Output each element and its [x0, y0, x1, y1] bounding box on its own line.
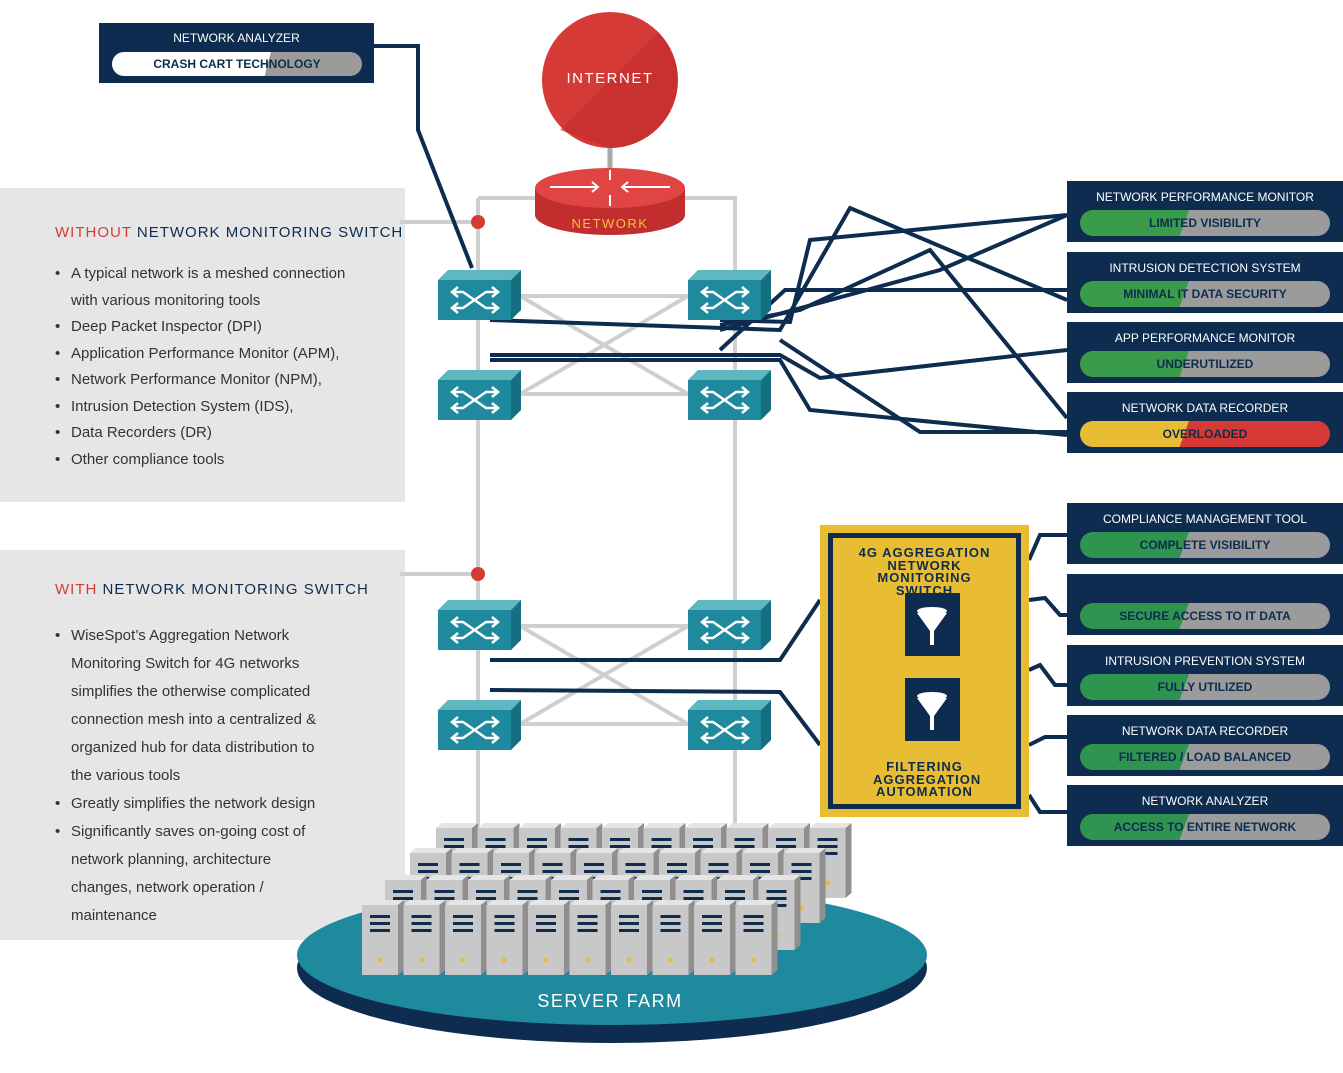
- junction-dot: [471, 567, 485, 581]
- tool-box[interactable]: INTRUSION DETECTION SYSTEM MINIMAL IT DA…: [1067, 252, 1343, 313]
- tool-title: INTRUSION DETECTION SYSTEM: [1109, 261, 1301, 275]
- switch-icon: [688, 600, 771, 650]
- tool-title: NETWORK DATA RECORDER: [1121, 724, 1289, 738]
- with-list: WiseSpot’s Aggregation Network Monitorin…: [55, 622, 405, 930]
- tool-title: NETWORK DATA RECORDER: [1121, 401, 1289, 415]
- status-bar: FULLY UTILIZED: [1080, 674, 1330, 700]
- server-icon: [694, 900, 736, 975]
- funnel-icon: [905, 593, 960, 656]
- servers: [362, 823, 852, 975]
- switch-icon: [438, 270, 521, 320]
- aggregation-title: 4G AGGREGATION NETWORK MONITORING SWITCH: [858, 545, 991, 598]
- tool-box[interactable]: NETWORK PERFORMANCE MONITOR LIMITED VISI…: [1067, 181, 1343, 242]
- switch-icon: [688, 700, 771, 750]
- switch-icon: [688, 270, 771, 320]
- server-icon: [569, 900, 612, 975]
- tool-status: OVERLOADED: [1162, 427, 1248, 441]
- status-bar: SECURE ACCESS TO IT DATA: [1080, 603, 1330, 629]
- switch-icon: [438, 600, 521, 650]
- status-bar: ACCESS TO ENTIRE NETWORK: [1080, 814, 1330, 840]
- list-item: Greatly simplifies the network design: [55, 790, 355, 818]
- internet-label: INTERNET: [566, 70, 654, 87]
- server-icon: [362, 900, 404, 975]
- server-icon: [486, 900, 529, 975]
- server-icon: [528, 900, 570, 975]
- server-icon: [611, 900, 653, 975]
- tool-status: ACCESS TO ENTIRE NETWORK: [1113, 820, 1297, 834]
- tool-title: NETWORK ANALYZER: [1141, 794, 1269, 808]
- server-icon: [403, 900, 446, 975]
- without-list: A typical network is a meshed connection…: [55, 261, 405, 473]
- status-bar: CRASH CART TECHNOLOGY: [112, 52, 362, 76]
- tool-box[interactable]: NETWORK ANALYZER ACCESS TO ENTIRE NETWOR…: [1067, 785, 1343, 846]
- tool-title: [1067, 583, 1343, 597]
- tool-status: SECURE ACCESS TO IT DATA: [1119, 609, 1291, 623]
- without-switch-panel: WITHOUT NETWORK MONITORING SWITCH A typi…: [0, 188, 405, 502]
- funnel-icon: [905, 678, 960, 741]
- tool-status: MINIMAL IT DATA SECURITY: [1123, 287, 1287, 301]
- tool-status: FULLY UTILIZED: [1157, 680, 1253, 694]
- server-icon: [652, 900, 695, 975]
- status-bar: LIMITED VISIBILITY: [1080, 210, 1330, 236]
- list-item: Significantly saves on-going cost of net…: [55, 818, 315, 930]
- tool-title: APP PERFORMANCE MONITOR: [1114, 331, 1296, 345]
- tool-box[interactable]: NETWORK DATA RECORDER OVERLOADED: [1067, 392, 1343, 453]
- server-icon: [735, 900, 778, 975]
- status-bar: MINIMAL IT DATA SECURITY: [1080, 281, 1330, 307]
- tool-title: INTRUSION PREVENTION SYSTEM: [1104, 654, 1306, 668]
- tool-box[interactable]: NETWORK DATA RECORDER FILTERED / LOAD BA…: [1067, 715, 1343, 776]
- tool-title: NETWORK PERFORMANCE MONITOR: [1096, 190, 1314, 204]
- aggregation-switch[interactable]: 4G AGGREGATION NETWORK MONITORING SWITCH…: [820, 525, 1029, 817]
- switch-icon: [438, 700, 521, 750]
- tool-status: UNDERUTILIZED: [1156, 357, 1254, 371]
- list-item: Deep Packet Inspector (DPI): [55, 314, 355, 341]
- network-router: [535, 168, 685, 235]
- list-item: WiseSpot’s Aggregation Network Monitorin…: [55, 622, 335, 790]
- tool-connections: [374, 44, 1069, 814]
- tool-box[interactable]: INTRUSION PREVENTION SYSTEM FULLY UTILIZ…: [1067, 645, 1343, 706]
- aggregation-features: FILTERING AGGREGATION AUTOMATION: [873, 759, 982, 799]
- switch-icon: [688, 370, 771, 420]
- without-heading: WITHOUT NETWORK MONITORING SWITCH: [55, 224, 404, 241]
- status-bar: COMPLETE VISIBILITY: [1080, 532, 1330, 558]
- with-switch-panel: WITH NETWORK MONITORING SWITCH WiseSpot’…: [0, 550, 405, 940]
- list-item: Other compliance tools: [55, 447, 355, 474]
- list-item: Intrusion Detection System (IDS),: [55, 394, 355, 421]
- router-arrows-icon: [550, 170, 670, 206]
- tool-status: LIMITED VISIBILITY: [1148, 216, 1261, 230]
- switch-icon: [438, 370, 521, 420]
- status-bar: OVERLOADED: [1080, 421, 1330, 447]
- top-network-analyzer[interactable]: NETWORK ANALYZER CRASH CART TECHNOLOGY: [99, 23, 374, 83]
- tool-title: COMPLIANCE MANAGEMENT TOOL: [1102, 512, 1308, 526]
- list-item: Data Recorders (DR): [55, 420, 355, 447]
- status-bar: UNDERUTILIZED: [1080, 351, 1330, 377]
- list-item: A typical network is a meshed connection…: [55, 261, 355, 314]
- tool-status: FILTERED / LOAD BALANCED: [1118, 750, 1292, 764]
- network-label: NETWORK: [571, 216, 649, 231]
- status-bar: FILTERED / LOAD BALANCED: [1080, 744, 1330, 770]
- tool-box[interactable]: SECURE ACCESS TO IT DATA: [1067, 574, 1343, 635]
- server-icon: [445, 900, 487, 975]
- tool-box[interactable]: APP PERFORMANCE MONITOR UNDERUTILIZED: [1067, 322, 1343, 383]
- tool-status: COMPLETE VISIBILITY: [1139, 538, 1271, 552]
- server-farm-label: SERVER FARM: [537, 991, 683, 1011]
- tool-box[interactable]: COMPLIANCE MANAGEMENT TOOL COMPLETE VISI…: [1067, 503, 1343, 564]
- junction-dot: [471, 215, 485, 229]
- switches: [438, 270, 771, 750]
- list-item: Application Performance Monitor (APM),: [55, 341, 355, 368]
- list-item: Network Performance Monitor (NPM),: [55, 367, 355, 394]
- with-heading: WITH NETWORK MONITORING SWITCH: [55, 581, 369, 598]
